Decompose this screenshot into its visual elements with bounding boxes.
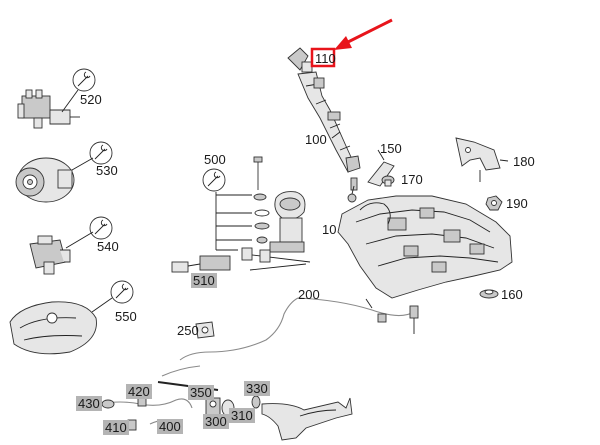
label-330-highlight [244, 381, 270, 396]
label-150[interactable]: 150 [380, 141, 402, 156]
label-510-highlight [191, 273, 217, 288]
part-110-cap[interactable] [287, 47, 313, 73]
part-200-line[interactable] [161, 297, 419, 377]
label-170[interactable]: 170 [401, 172, 423, 187]
part-250-clip[interactable] [195, 321, 215, 339]
part-550-shield-plate[interactable] [9, 297, 113, 355]
label-430[interactable]: 430 [78, 396, 100, 411]
part-190-nut[interactable] [485, 195, 503, 211]
wrench-icon-550[interactable] [110, 280, 134, 304]
label-410[interactable]: 410 [105, 420, 127, 435]
wrench-icon-520[interactable] [72, 68, 96, 92]
label-300[interactable]: 300 [205, 414, 227, 429]
label-510[interactable]: 510 [193, 273, 215, 288]
wrench-icon-500[interactable] [202, 168, 226, 192]
part-430-clip[interactable] [101, 399, 115, 409]
part-170-nut[interactable] [381, 175, 395, 187]
label-530[interactable]: 530 [96, 163, 118, 178]
part-530-compressor[interactable] [15, 157, 94, 203]
label-400[interactable]: 400 [159, 419, 181, 434]
label-110[interactable]: 110 [315, 51, 336, 66]
part-180-bracket[interactable] [455, 137, 509, 182]
label-310[interactable]: 310 [231, 408, 253, 423]
arrow-icon [334, 18, 393, 50]
label-540[interactable]: 540 [97, 239, 119, 254]
label-180[interactable]: 180 [513, 154, 535, 169]
part-100-filler-neck[interactable] [297, 71, 361, 191]
part-410-clip[interactable] [127, 419, 137, 431]
label-300-highlight [203, 414, 229, 429]
label-200[interactable]: 200 [298, 287, 320, 302]
label-350-highlight [188, 385, 214, 400]
label-400-highlight [157, 419, 183, 434]
part-160-washer[interactable] [479, 289, 499, 299]
label-500[interactable]: 500 [204, 152, 226, 167]
label-160[interactable]: 160 [501, 287, 523, 302]
label-250[interactable]: 250 [177, 323, 199, 338]
part-330-clamp[interactable] [251, 395, 261, 409]
part-10-tank[interactable] [337, 185, 513, 299]
label-430-highlight [76, 396, 102, 411]
wrench-icon-530[interactable] [89, 141, 113, 165]
label-350[interactable]: 350 [190, 385, 212, 400]
label-190[interactable]: 190 [506, 196, 528, 211]
label-10[interactable]: 10 [322, 222, 336, 237]
label-520[interactable]: 520 [80, 92, 102, 107]
label-330[interactable]: 330 [246, 381, 268, 396]
label-410-highlight [103, 420, 129, 435]
part-500-kit[interactable] [171, 156, 311, 273]
label-310-highlight [229, 408, 255, 423]
part-540-sensor-unit[interactable] [29, 231, 94, 275]
part-150-clamp[interactable] [367, 149, 395, 187]
label-420-highlight [126, 384, 152, 399]
label-110-highlight-box [310, 47, 336, 68]
part-520-pump-module[interactable] [17, 89, 80, 129]
wrench-icon-540[interactable] [89, 216, 113, 240]
label-100[interactable]: 100 [305, 132, 327, 147]
label-550[interactable]: 550 [115, 309, 137, 324]
label-420[interactable]: 420 [128, 384, 150, 399]
part-330-hose[interactable] [261, 397, 353, 441]
